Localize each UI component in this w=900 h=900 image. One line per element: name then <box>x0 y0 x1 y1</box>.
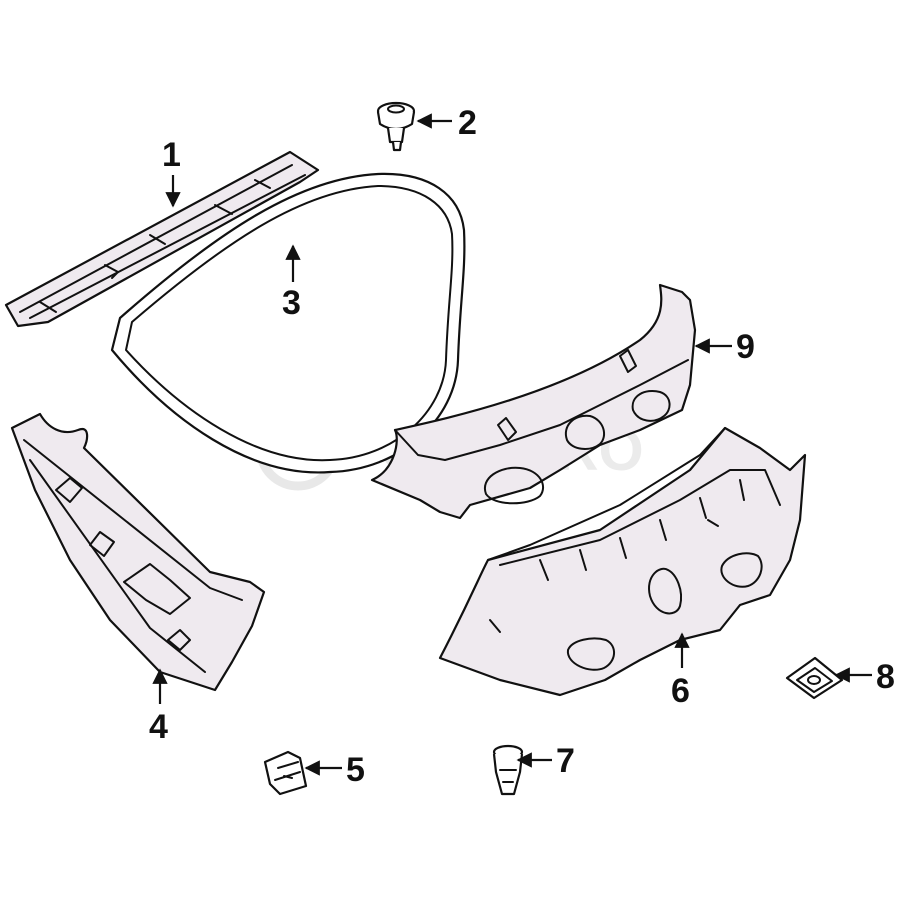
part-8-clip-nut <box>785 656 844 700</box>
part-1-trim-strip <box>4 150 320 328</box>
callout-6: 6 <box>671 672 690 710</box>
part-5-clip <box>263 750 308 796</box>
part-7-push-pin <box>492 744 524 796</box>
callout-7: 7 <box>556 742 575 780</box>
callout-2: 2 <box>458 104 477 142</box>
callout-8: 8 <box>876 658 895 696</box>
callout-3: 3 <box>282 284 301 322</box>
callout-9: 9 <box>736 328 755 366</box>
callout-arrows <box>152 113 872 776</box>
part-2-push-clip <box>376 101 416 152</box>
part-4-side-panel <box>10 412 266 692</box>
callout-4: 4 <box>149 708 168 746</box>
callout-5: 5 <box>346 751 365 789</box>
callout-labels: 1 2 3 4 5 6 7 8 9 <box>149 104 895 789</box>
part-3-weatherstrip <box>110 172 466 474</box>
part-9-upper-panel <box>370 283 697 520</box>
callout-1: 1 <box>162 136 181 174</box>
